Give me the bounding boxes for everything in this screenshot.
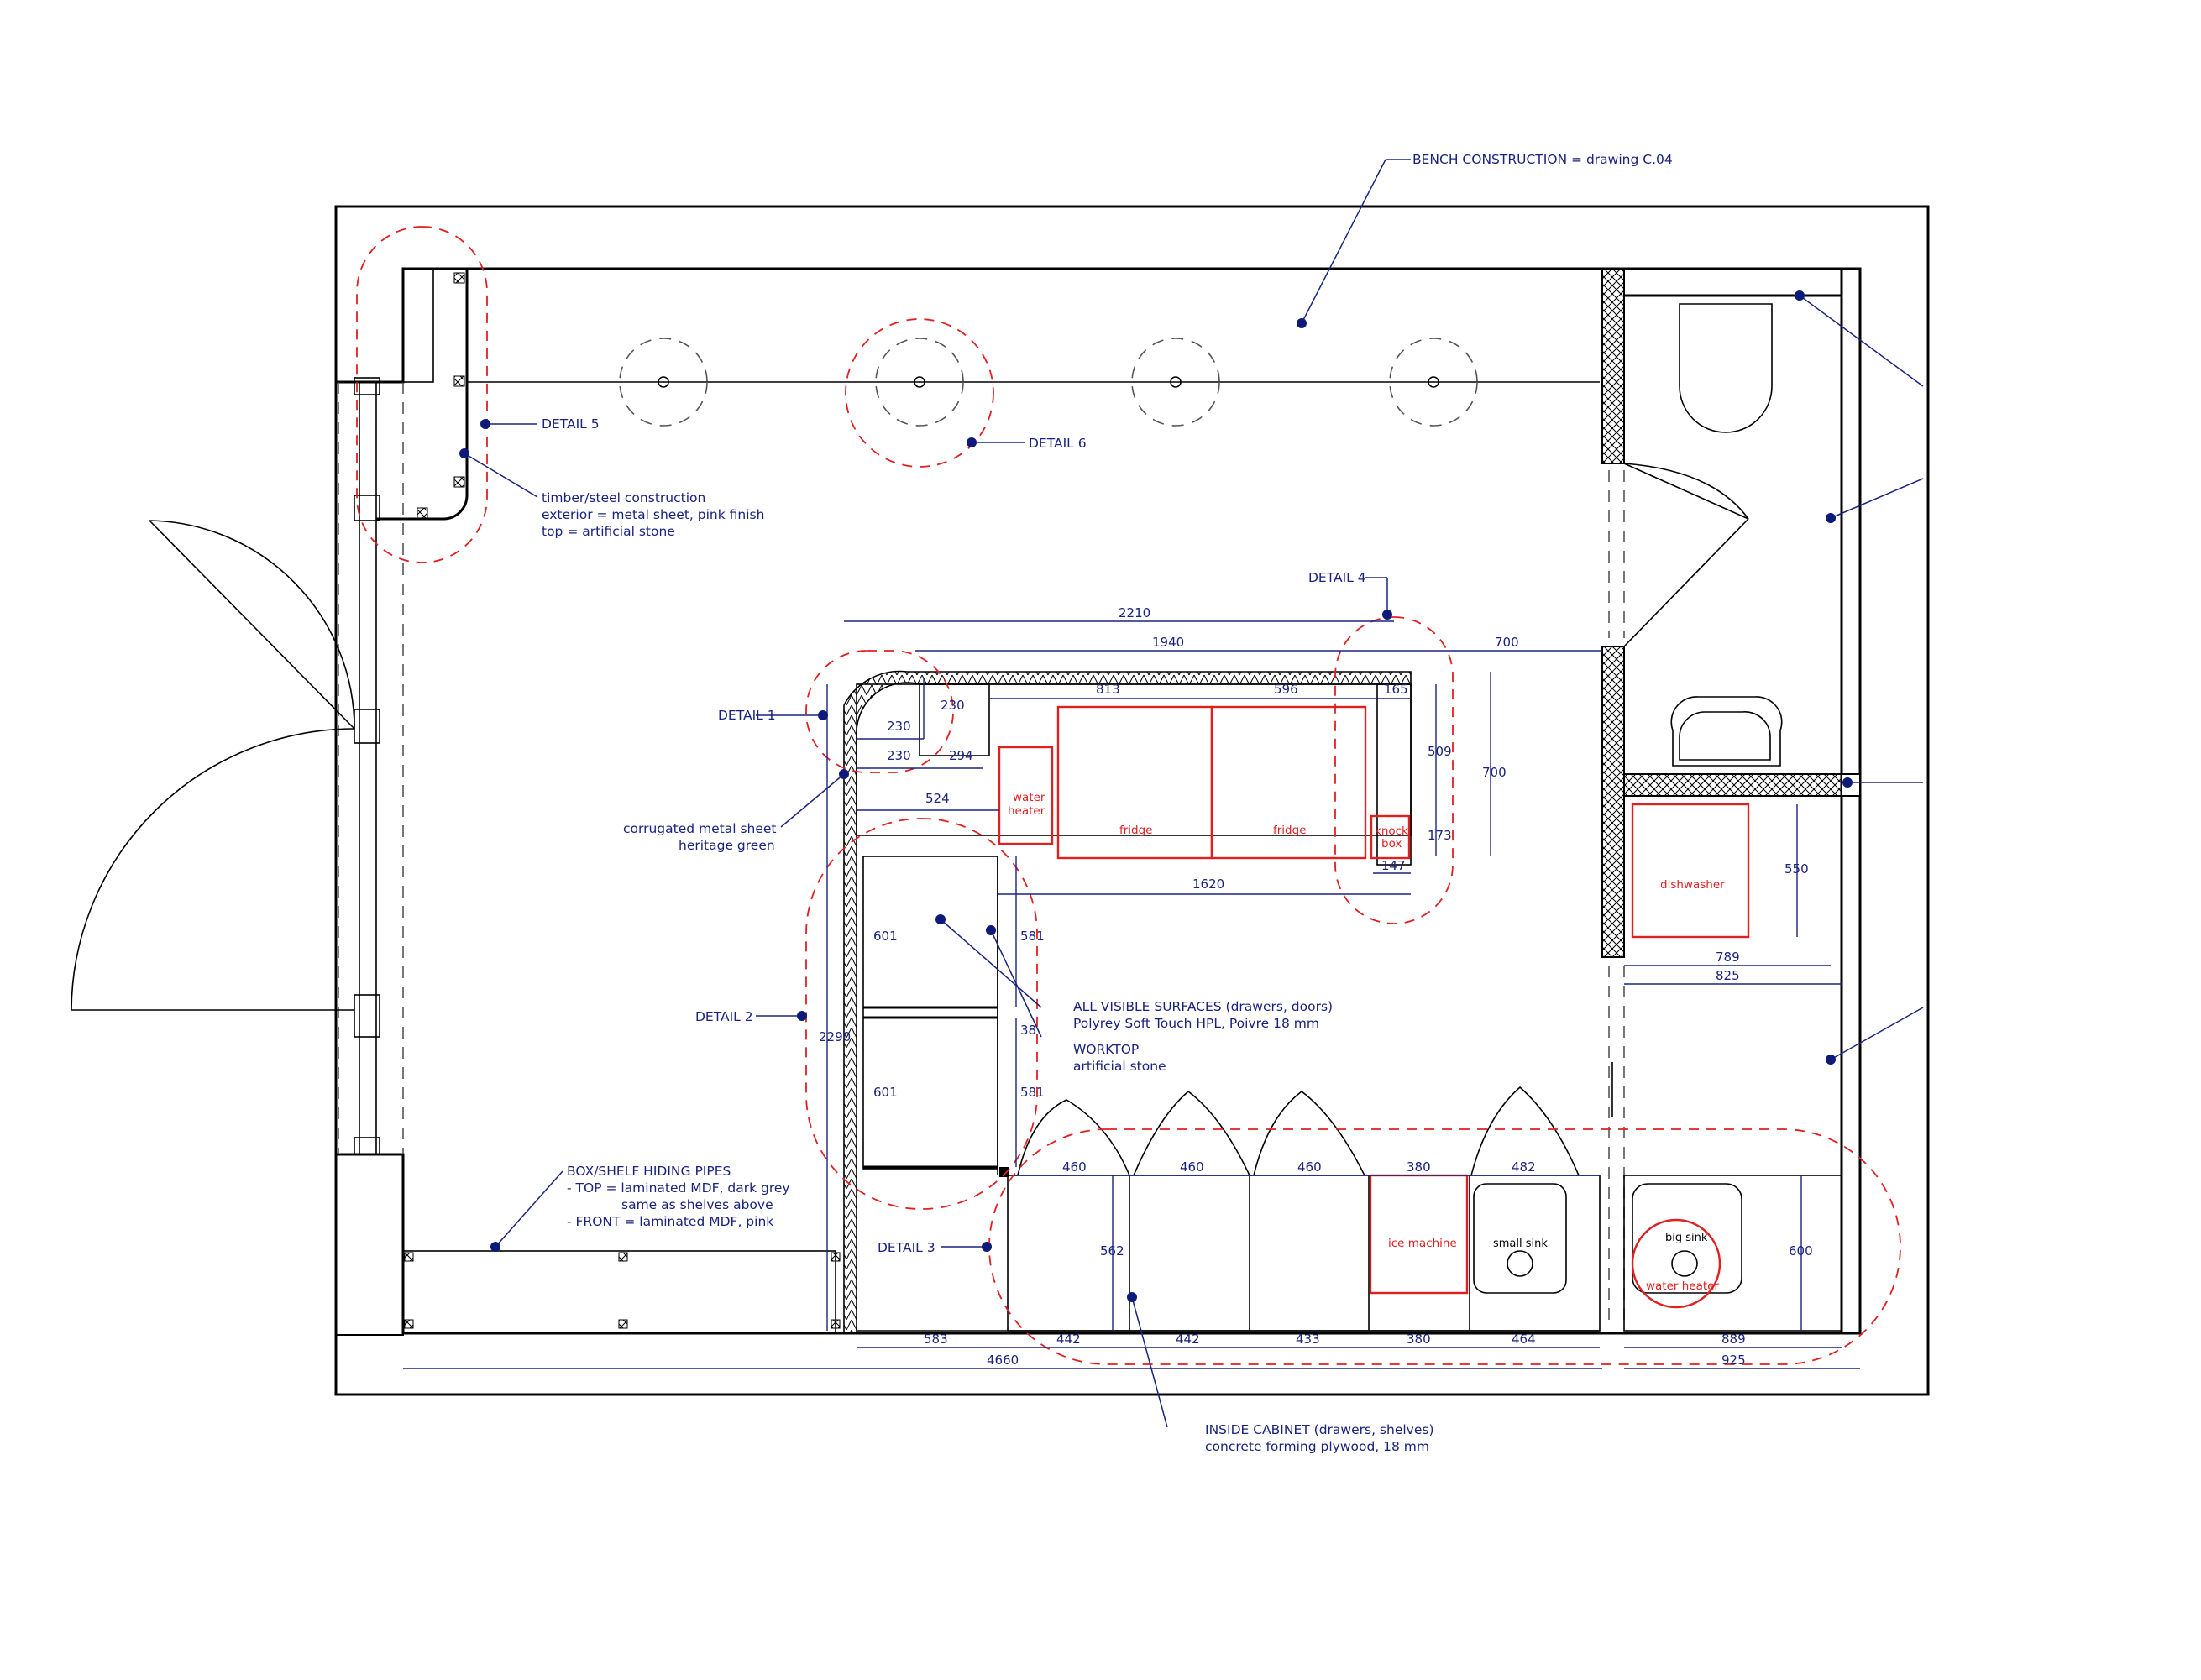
note-inside-1: INSIDE CABINET (drawers, shelves) [1205,1422,1434,1437]
dim-583: 583 [924,1332,948,1347]
fridge-b-box [1210,705,1367,860]
equipment [998,705,1750,1309]
dim-601-bottom: 601 [873,1085,898,1100]
note-worktop-1: WORKTOP [1073,1042,1139,1057]
dim-550: 550 [1784,861,1809,877]
dim-230-vertical: 230 [941,698,965,713]
dim-562: 562 [1100,1243,1124,1259]
dimension-lines [403,620,1860,1369]
dim-601-top: 601 [873,929,898,944]
dim-230-bottom: 230 [887,748,911,763]
water-heater-circle [1631,1218,1721,1309]
dim-173: 173 [1428,828,1452,843]
note-detail3: DETAIL 3 [878,1240,935,1255]
note-box-2: - TOP = laminated MDF, dark grey [567,1180,790,1196]
dim-230-top: 230 [887,719,911,734]
dim-581-top: 581 [1020,929,1045,944]
leaders [464,159,1924,1428]
note-timber-3: top = artificial stone [542,524,675,539]
dim-165: 165 [1384,682,1408,697]
label-water-heater-2: heater [1008,804,1045,818]
note-box-3: same as shelves above [621,1197,773,1212]
note-bench: BENCH CONSTRUCTION = drawing C.04 [1412,152,1673,167]
dim-925: 925 [1721,1353,1746,1368]
dim-460-a: 460 [1062,1159,1087,1175]
top-bench [376,267,1600,521]
dim-482: 482 [1512,1159,1536,1175]
sheet-frame [334,205,1930,1396]
dim-433: 433 [1296,1332,1320,1347]
small-sink-basin [1473,1183,1567,1294]
knock-box-box [1370,814,1411,860]
note-box-4: - FRONT = laminated MDF, pink [567,1214,773,1229]
dim-889: 889 [1721,1332,1746,1347]
label-water-heater-1: water [1013,791,1045,804]
note-inside-2: concrete forming plywood, 18 mm [1205,1439,1429,1454]
dim-442-a: 442 [1056,1332,1081,1347]
note-visible-1: ALL VISIBLE SURFACES (drawers, doors) [1073,999,1333,1014]
walls [335,267,1862,1336]
label-fridge-b: fridge [1273,824,1307,837]
annotations: BENCH CONSTRUCTION = drawing C.04 DETAIL… [542,152,1673,1454]
dim-825: 825 [1716,968,1740,983]
service-room-counter [1623,1175,1842,1332]
note-detail4: DETAIL 4 [1308,570,1366,585]
dimension-labels: 2210 1940 700 813 596 165 230 230 230 29… [819,605,1813,1368]
label-fridge-a: fridge [1119,824,1153,837]
dim-509: 509 [1428,744,1452,759]
note-detail6: DETAIL 6 [1029,436,1087,451]
dim-2210: 2210 [1119,605,1150,620]
dim-38: 38 [1020,1023,1036,1038]
dim-596: 596 [1274,682,1298,697]
toilet-door [1623,463,1749,647]
dim-700-horizontal: 700 [1495,635,1519,650]
note-corr-2: heritage green [679,838,775,853]
dim-581-bottom: 581 [1020,1085,1045,1100]
label-knock-2: box [1381,837,1402,850]
dim-4660: 4660 [987,1353,1019,1368]
dim-813: 813 [1096,682,1120,697]
note-timber-1: timber/steel construction [542,490,705,505]
dim-460-b: 460 [1180,1159,1204,1175]
dim-524: 524 [925,791,950,806]
toilet-fixture [1679,303,1773,433]
note-visible-2: Polyrey Soft Touch HPL, Poivre 18 mm [1073,1016,1319,1031]
label-water-heater-big: water heater [1646,1280,1719,1293]
label-small-sink: small sink [1493,1238,1548,1250]
dishwasher-box [1631,803,1750,939]
washbasin-fixture [1670,696,1783,767]
dim-789: 789 [1716,950,1740,965]
label-knock-1: knock [1375,824,1408,838]
dim-1620: 1620 [1192,877,1224,892]
dim-147: 147 [1381,858,1406,873]
note-detail5: DETAIL 5 [542,416,600,432]
dim-380-bottom: 380 [1407,1332,1431,1347]
bench-columns [619,338,1478,427]
water-heater-box [998,746,1054,845]
label-big-sink: big sink [1665,1232,1708,1244]
note-detail1: DETAIL 1 [718,708,776,723]
dim-294: 294 [949,748,973,763]
pipe-box-shelf [402,1250,841,1334]
note-timber-2: exterior = metal sheet, pink finish [542,507,764,522]
dim-600: 600 [1789,1243,1813,1259]
dim-700-vertical: 700 [1482,765,1507,780]
dim-1940: 1940 [1152,635,1184,650]
dim-460-c: 460 [1297,1159,1322,1175]
label-dishwasher: dishwasher [1660,878,1725,892]
note-worktop-2: artificial stone [1073,1059,1166,1074]
dim-2290: 2290 [819,1029,851,1044]
label-ice-machine: ice machine [1388,1237,1457,1250]
dim-464: 464 [1512,1332,1536,1347]
dim-442-b: 442 [1176,1332,1200,1347]
ice-machine-box [1369,1174,1469,1295]
note-detail2: DETAIL 2 [695,1009,753,1024]
leader-dots [459,290,1853,1302]
entrance-door-swing [71,520,355,1011]
note-box-1: BOX/SHELF HIDING PIPES [567,1164,731,1179]
note-corr-1: corrugated metal sheet [623,821,777,836]
dim-380-top: 380 [1407,1159,1431,1175]
equipment-labels: water heater fridge fridge knock box dis… [1008,791,1725,1293]
